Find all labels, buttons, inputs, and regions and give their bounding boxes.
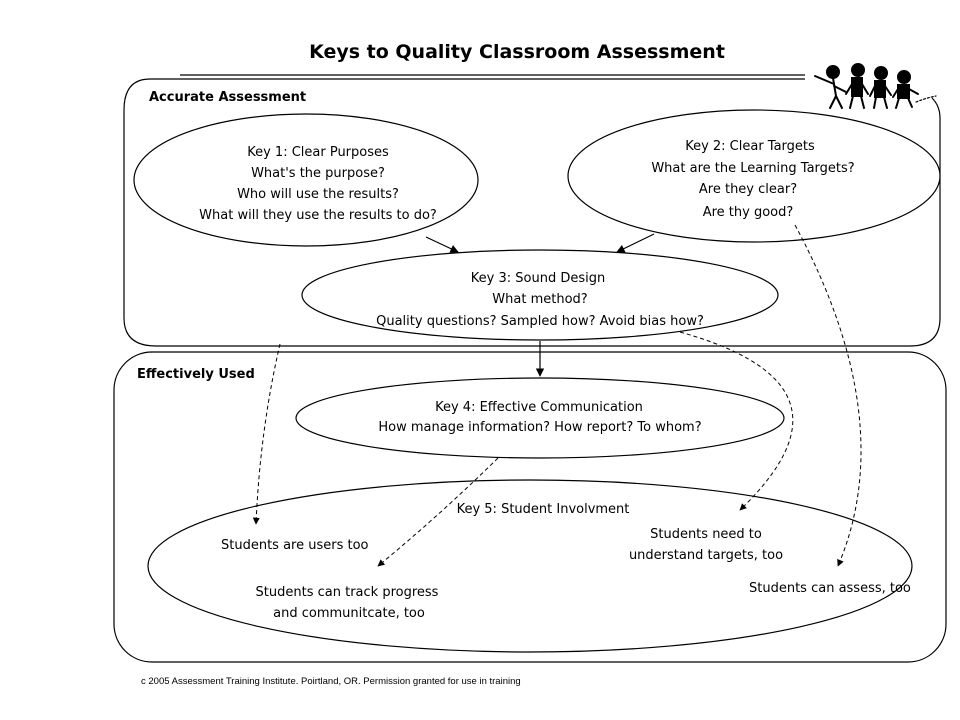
key2-line: Are they clear? (699, 182, 797, 197)
key5-title: Key 5: Student Involvment (457, 502, 630, 517)
key3-node: Key 3: Sound Design What method? Quality… (301, 249, 779, 341)
key4-title: Key 4: Effective Communication (435, 400, 643, 415)
key2-title: Key 2: Clear Targets (685, 139, 815, 154)
dashed-arrow-key2-to-assess (794, 224, 862, 567)
key2-node: Key 2: Clear Targets What are the Learni… (567, 109, 941, 243)
effectively-used-box (113, 351, 947, 663)
page-title: Keys to Quality Classroom Assessment (309, 41, 725, 63)
dashed-arrow-key1-to-users (252, 343, 281, 525)
key1-line: Who will use the results? (237, 187, 399, 202)
section-label-accurate: Accurate Assessment (149, 90, 306, 105)
key4-node: Key 4: Effective Communication How manag… (295, 377, 785, 459)
section-label-effective: Effectively Used (137, 367, 255, 382)
key3-title: Key 3: Sound Design (471, 271, 605, 286)
accurate-assessment-box (123, 78, 941, 347)
key5-users: Students are users too (221, 538, 369, 553)
key5-need: Students need to (650, 527, 762, 542)
key1-line: What will they use the results to do? (199, 208, 437, 223)
copyright-notice: c 2005 Assessment Training Institute. Po… (141, 676, 521, 687)
key3-line: What method? (492, 292, 587, 307)
key1-line: What's the purpose? (251, 166, 385, 181)
dashed-arrow-key4-to-track (377, 457, 499, 567)
key2-line: Are thy good? (703, 205, 794, 220)
key5-track: Students can track progress (256, 585, 439, 600)
key3-line: Quality questions? Sampled how? Avoid bi… (376, 314, 704, 329)
stick-figures-clipart-icon (814, 63, 937, 109)
key5-track: and communitcate, too (273, 606, 425, 621)
key5-need: understand targets, too (629, 548, 783, 563)
key1-node: Key 1: Clear Purposes What's the purpose… (133, 113, 479, 247)
dashed-arrow-key3-to-need (679, 331, 794, 511)
key5-assess: Students can assess, too (749, 581, 911, 596)
key4-line: How manage information? How report? To w… (378, 420, 701, 435)
arrow-key2-to-key3 (616, 233, 655, 253)
key1-title: Key 1: Clear Purposes (247, 145, 389, 160)
arrow-key1-to-key3 (425, 236, 459, 253)
key2-line: What are the Learning Targets? (651, 161, 854, 176)
key5-node: Key 5: Student Involvment Students are u… (147, 479, 913, 653)
